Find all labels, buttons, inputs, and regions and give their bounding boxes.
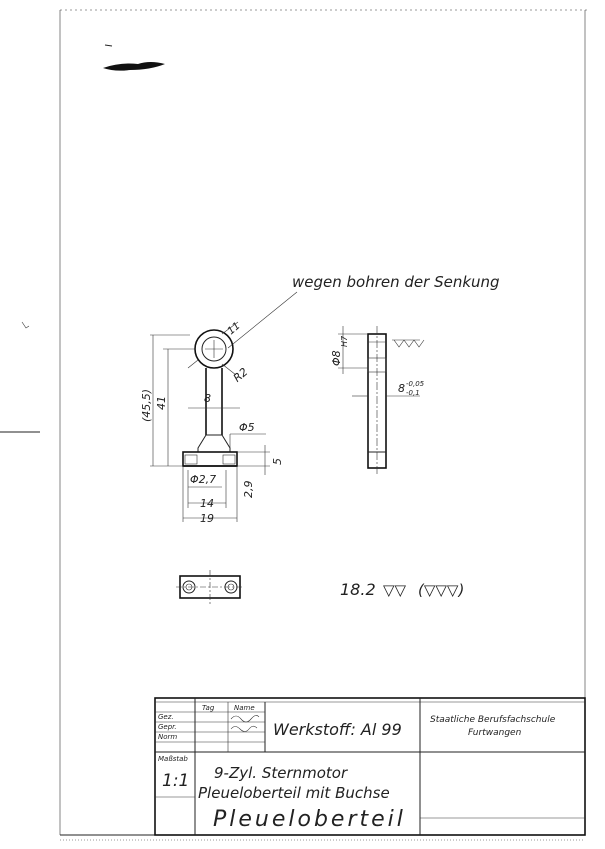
part-title: Pleueloberteil — [213, 807, 406, 832]
school-line-1: Staatliche Berufsfachschule — [430, 715, 556, 725]
surface-marks: ▽▽ — [383, 581, 407, 599]
project-title: 9-Zyl. Sternmotor — [214, 764, 348, 782]
dim-41: 41 — [155, 396, 168, 410]
col-tag: Tag — [202, 704, 215, 712]
dim-45-5: (45,5) — [140, 389, 153, 422]
dim-14: 14 — [200, 497, 214, 510]
row-gez: Gez. — [158, 713, 174, 721]
signature-gez — [230, 715, 260, 723]
dim-11: 11 — [226, 321, 243, 338]
school-line-2: Furtwangen — [468, 728, 522, 738]
scan-smudge — [21, 44, 165, 329]
side-view — [367, 326, 425, 476]
front-dimensions: (45,5) 41 11 R2 8 Φ5 5 Φ2,7 2,9 14 — [140, 321, 284, 525]
row-gepr: Gepr. — [158, 723, 177, 731]
dim-phi-8: Φ8 — [330, 350, 343, 366]
surface-finish-note: 18.2 ▽▽ (▽▽▽) — [340, 580, 464, 599]
signature-gepr — [230, 725, 258, 732]
dim-h7: H7 — [340, 335, 349, 347]
dim-5: 5 — [271, 458, 284, 465]
col-name: Name — [234, 704, 255, 712]
surface-marks-bracket: (▽▽▽) — [418, 581, 464, 599]
dim-19: 19 — [200, 512, 214, 525]
material-text: Werkstoff: Al 99 — [273, 720, 402, 739]
dim-2-9: 2,9 — [242, 481, 255, 499]
massstab-label: Maßstab — [158, 755, 188, 763]
assembly-title: Pleueloberteil mit Buchse — [198, 784, 390, 802]
top-view — [176, 570, 244, 604]
scale-value: 1:1 — [162, 771, 189, 791]
note-text: wegen bohren der Senkung — [292, 273, 500, 291]
note-leader — [227, 291, 298, 349]
title-block: Tag Name Gez. Gepr. Norm Maßstab 1:1 Wer… — [154, 697, 586, 836]
tolerance-upper: -0,05 — [406, 380, 425, 388]
row-norm: Norm — [158, 733, 177, 741]
dim-phi-2-7: Φ2,7 — [190, 473, 216, 486]
tolerance-lower: -0,1 — [406, 389, 420, 397]
dim-8-thickness: 8 — [398, 382, 405, 395]
surface-value: 18.2 — [340, 580, 376, 599]
dim-8-shank: 8 — [204, 392, 211, 405]
dim-r2: R2 — [231, 365, 251, 384]
side-dimensions: Φ8 H7 8 -0,05 -0,1 — [330, 326, 425, 397]
dim-phi-5: Φ5 — [239, 421, 255, 434]
